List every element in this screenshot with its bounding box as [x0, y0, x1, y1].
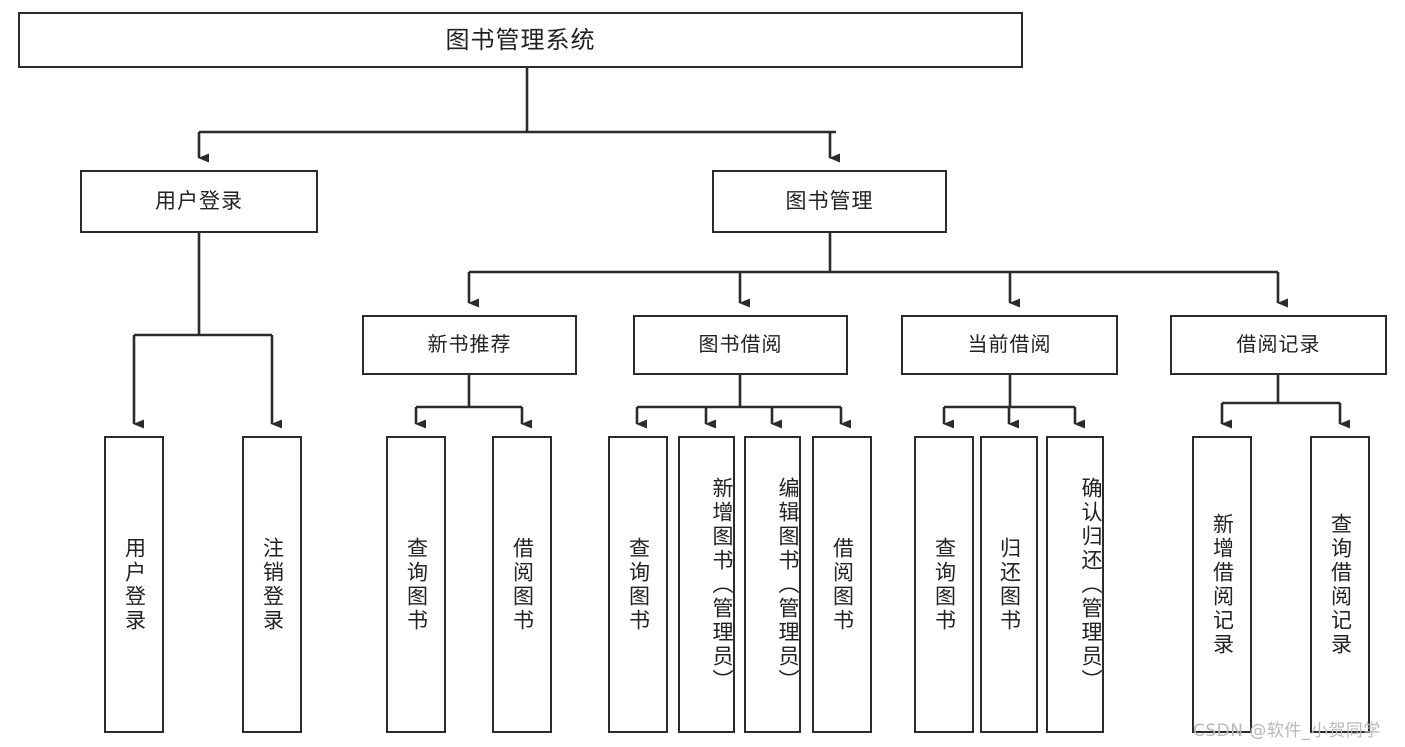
leaf-borrow-book-recommend[interactable]: 借阅图书 — [492, 436, 552, 733]
node-label: 查询图书 — [626, 536, 651, 633]
leaf-confirm-return[interactable]: 确认归还（管理员） — [1046, 436, 1104, 733]
node-current-borrow[interactable]: 当前借阅 — [901, 315, 1118, 375]
leaf-query-book-current[interactable]: 查询图书 — [914, 436, 974, 733]
leaf-query-book-recommend[interactable]: 查询图书 — [386, 436, 446, 733]
node-label: 借阅记录 — [1236, 332, 1321, 357]
leaf-user-login[interactable]: 用户登录 — [104, 436, 164, 733]
csdn-watermark: CSDN @软件_小贺同学 — [1193, 716, 1381, 741]
node-label: 查询借阅记录 — [1328, 512, 1353, 657]
node-book-manage[interactable]: 图书管理 — [712, 170, 947, 233]
node-label: 借阅图书 — [510, 536, 535, 633]
node-borrow-record[interactable]: 借阅记录 — [1170, 315, 1387, 375]
node-label: 查询图书 — [932, 536, 957, 633]
node-label: 注销登录 — [260, 536, 285, 633]
leaf-query-book-borrow[interactable]: 查询图书 — [608, 436, 668, 733]
node-label: 新增图书（管理员） — [710, 476, 734, 693]
leaf-add-borrow-record[interactable]: 新增借阅记录 — [1192, 436, 1252, 733]
node-label: 编辑图书（管理员） — [776, 476, 800, 693]
leaf-return-book[interactable]: 归还图书 — [980, 436, 1038, 733]
node-new-book-recommend[interactable]: 新书推荐 — [362, 315, 577, 375]
node-label: 图书借阅 — [698, 332, 783, 357]
node-label: 用户登录 — [122, 536, 147, 633]
node-label: 图书管理系统 — [445, 25, 596, 54]
node-label: 图书管理 — [785, 189, 874, 214]
node-label: 用户登录 — [155, 189, 243, 214]
node-root-system[interactable]: 图书管理系统 — [18, 12, 1023, 68]
node-label: 新书推荐 — [427, 332, 512, 357]
leaf-query-borrow-record[interactable]: 查询借阅记录 — [1310, 436, 1370, 733]
leaf-add-book[interactable]: 新增图书（管理员） — [678, 436, 735, 733]
node-label: 查询图书 — [404, 536, 429, 633]
node-label: 归还图书 — [997, 536, 1022, 633]
node-label: 确认归还（管理员） — [1079, 476, 1103, 693]
node-label: 新增借阅记录 — [1210, 512, 1235, 657]
leaf-edit-book[interactable]: 编辑图书（管理员） — [744, 436, 801, 733]
node-book-borrow[interactable]: 图书借阅 — [633, 315, 848, 375]
node-label: 当前借阅 — [967, 332, 1052, 357]
watermark-text: CSDN @软件_小贺同学 — [1193, 721, 1381, 741]
node-user-login[interactable]: 用户登录 — [80, 170, 318, 233]
leaf-logout-login[interactable]: 注销登录 — [242, 436, 302, 733]
leaf-borrow-book[interactable]: 借阅图书 — [812, 436, 872, 733]
node-label: 借阅图书 — [830, 536, 855, 633]
